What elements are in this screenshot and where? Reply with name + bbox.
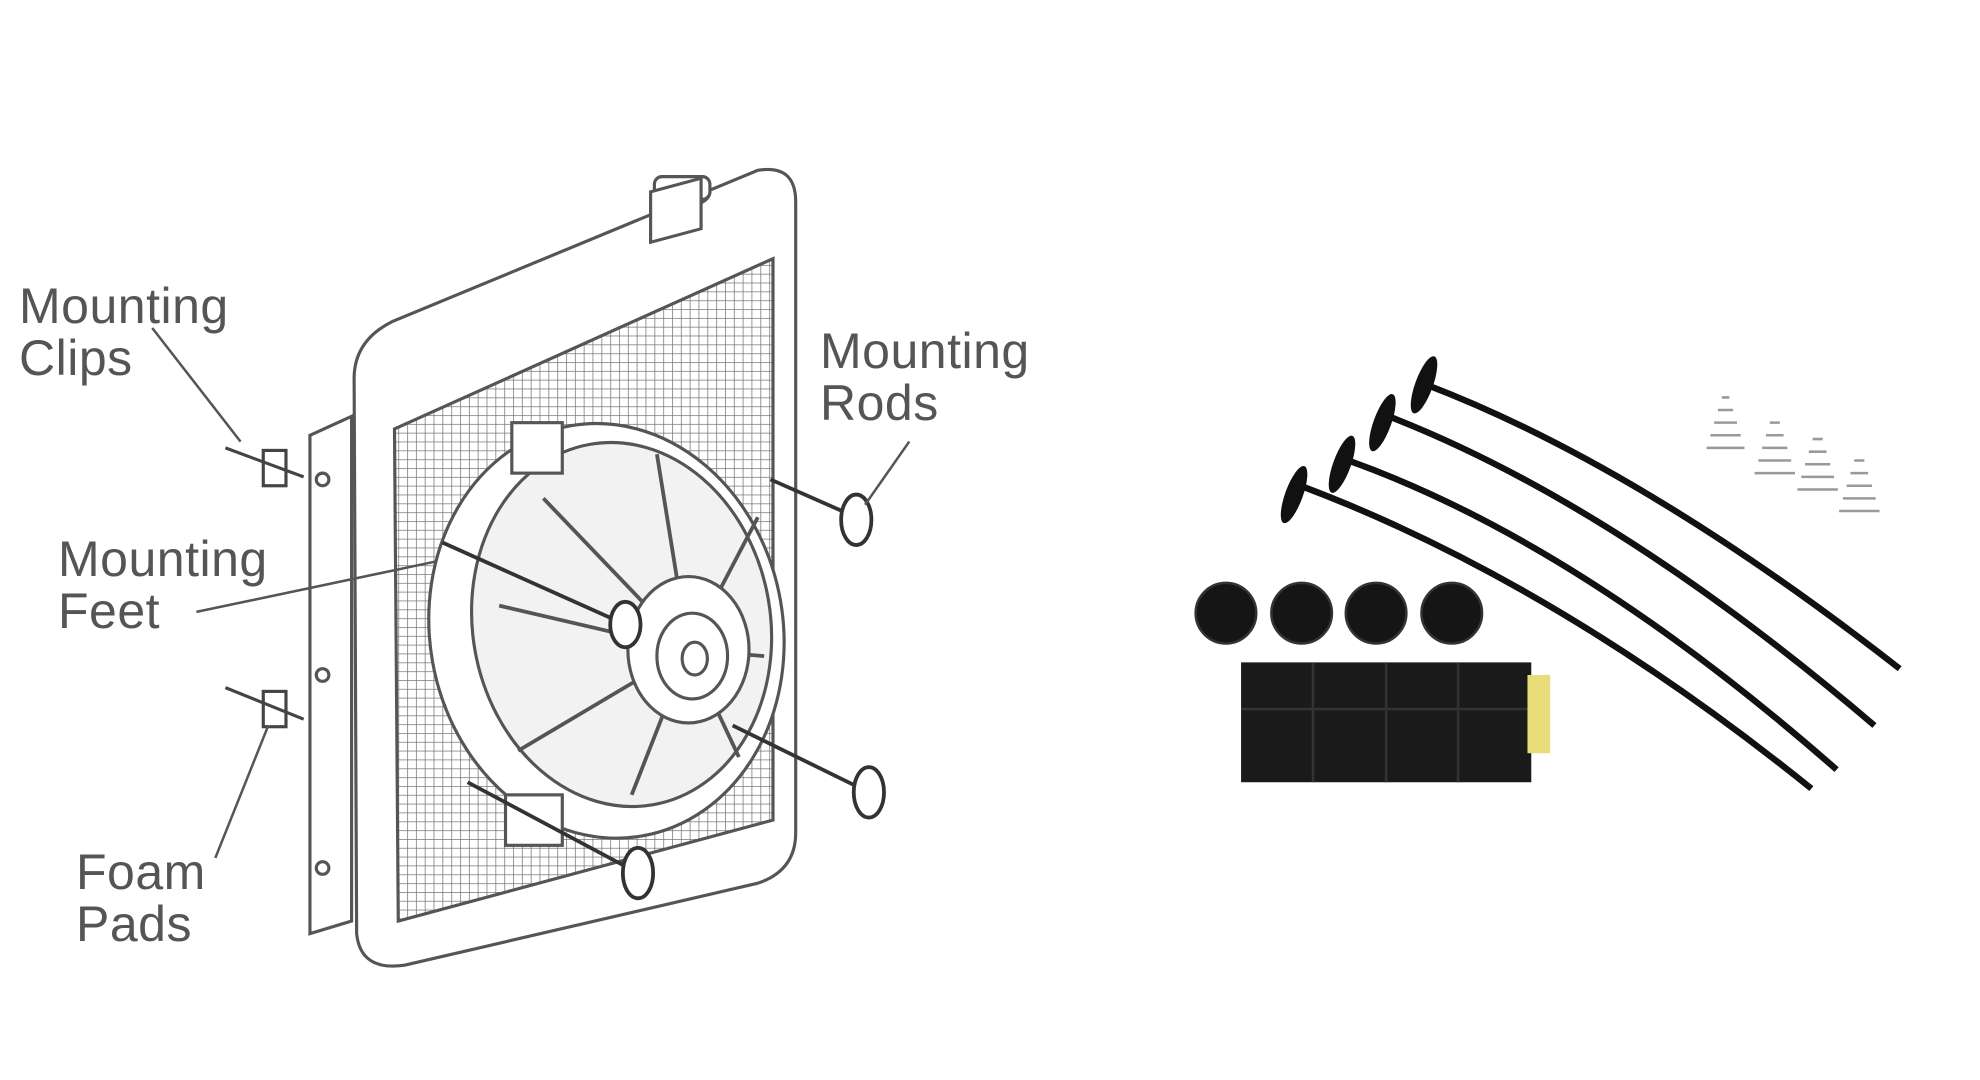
label-line: Mounting: [58, 531, 268, 587]
kit-springs: [1706, 396, 1880, 513]
label-foam-pads: Foam Pads: [76, 846, 206, 950]
label-line: Clips: [19, 330, 133, 386]
mounting-clips: [224, 446, 305, 729]
fan-mounting-kit: [1194, 356, 1902, 792]
label-line: Pads: [76, 896, 192, 952]
leader-lines: [151, 327, 911, 859]
radiator-side-bracket: [308, 413, 354, 936]
label-line: Mounting: [820, 323, 1030, 379]
kit-rod-heads: [1280, 356, 1438, 524]
label-line: Mounting: [19, 278, 229, 334]
label-mounting-rods: Mounting Rods: [820, 325, 1030, 429]
label-line: Foam: [76, 844, 206, 900]
kit-rods: [1299, 381, 1902, 792]
label-mounting-clips: Mounting Clips: [19, 280, 229, 384]
label-line: Rods: [820, 375, 939, 431]
mounting-rods: [441, 477, 886, 901]
kit-foam-pads: [1241, 662, 1551, 783]
label-line: Feet: [58, 583, 161, 639]
kit-feet: [1194, 581, 1484, 645]
label-mounting-feet: Mounting Feet: [58, 533, 268, 637]
